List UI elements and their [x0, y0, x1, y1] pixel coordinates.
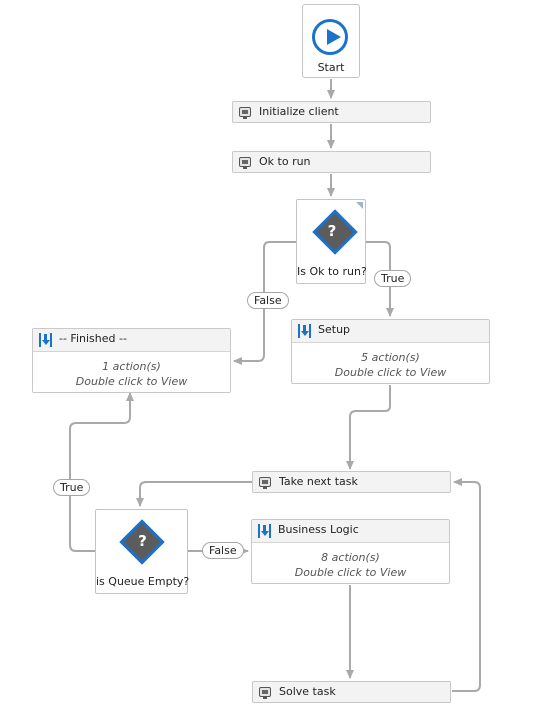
condition-false-ok[interactable]: False	[247, 292, 289, 309]
sequence-body: 8 action(s) Double click to View	[252, 550, 449, 580]
activity-icon	[259, 687, 271, 699]
corner-indicator	[356, 202, 363, 209]
activity-ok-to-run[interactable]: Ok to run	[232, 151, 431, 173]
sequence-body: 1 action(s) Double click to View	[33, 359, 230, 389]
activity-icon	[239, 107, 251, 119]
view-hint: Double click to View	[75, 375, 188, 388]
condition-true-ok[interactable]: True	[374, 270, 412, 287]
edge-queue-finished	[69, 392, 134, 552]
activity-label: Solve task	[279, 685, 336, 698]
action-count: 8 action(s)	[321, 551, 380, 564]
sequence-header: Setup	[292, 320, 489, 343]
edge-setup-take	[346, 385, 391, 470]
condition-false-queue[interactable]: False	[202, 542, 244, 559]
decision-is-queue-empty[interactable]: ? is Queue Empty?	[95, 509, 190, 594]
sequence-setup[interactable]: Setup 5 action(s) Double click to View	[291, 319, 490, 384]
sequence-icon	[298, 324, 311, 338]
start-node[interactable]: Start	[302, 4, 360, 78]
activity-icon	[239, 157, 251, 169]
decision-label: is Queue Empty?	[96, 575, 190, 588]
condition-true-queue[interactable]: True	[53, 479, 91, 496]
edge-solve-take	[452, 478, 481, 692]
sequence-body: 5 action(s) Double click to View	[292, 350, 489, 380]
sequence-header: Business Logic	[252, 520, 449, 543]
sequence-business-logic[interactable]: Business Logic 8 action(s) Double click …	[251, 519, 450, 584]
edge-decision-setup	[366, 241, 394, 317]
sequence-finished[interactable]: -- Finished -- 1 action(s) Double click …	[32, 328, 231, 393]
view-hint: Double click to View	[294, 566, 407, 579]
activity-label: Ok to run	[259, 155, 311, 168]
activity-take-next-task[interactable]: Take next task	[252, 471, 451, 493]
start-label: Start	[317, 61, 345, 74]
sequence-title: Setup	[318, 323, 351, 336]
sequence-icon	[39, 333, 52, 347]
sequence-title: -- Finished --	[59, 332, 127, 345]
edge-take-queue	[136, 481, 252, 507]
question-mark-icon: ?	[327, 222, 337, 240]
view-hint: Double click to View	[334, 366, 447, 379]
activity-initialize-client[interactable]: Initialize client	[232, 101, 431, 123]
activity-label: Initialize client	[259, 105, 339, 118]
activity-label: Take next task	[279, 475, 358, 488]
decision-is-ok-to-run[interactable]: ? Is Ok to run?	[296, 199, 367, 284]
activity-icon	[259, 477, 271, 489]
sequence-icon	[258, 524, 271, 538]
action-count: 5 action(s)	[361, 351, 420, 364]
decision-label: Is Ok to run?	[297, 265, 367, 278]
sequence-title: Business Logic	[278, 523, 359, 536]
activity-solve-task[interactable]: Solve task	[252, 681, 451, 703]
play-icon	[312, 19, 348, 55]
action-count: 1 action(s)	[102, 360, 161, 373]
question-mark-icon: ?	[138, 532, 147, 550]
sequence-header: -- Finished --	[33, 329, 230, 352]
